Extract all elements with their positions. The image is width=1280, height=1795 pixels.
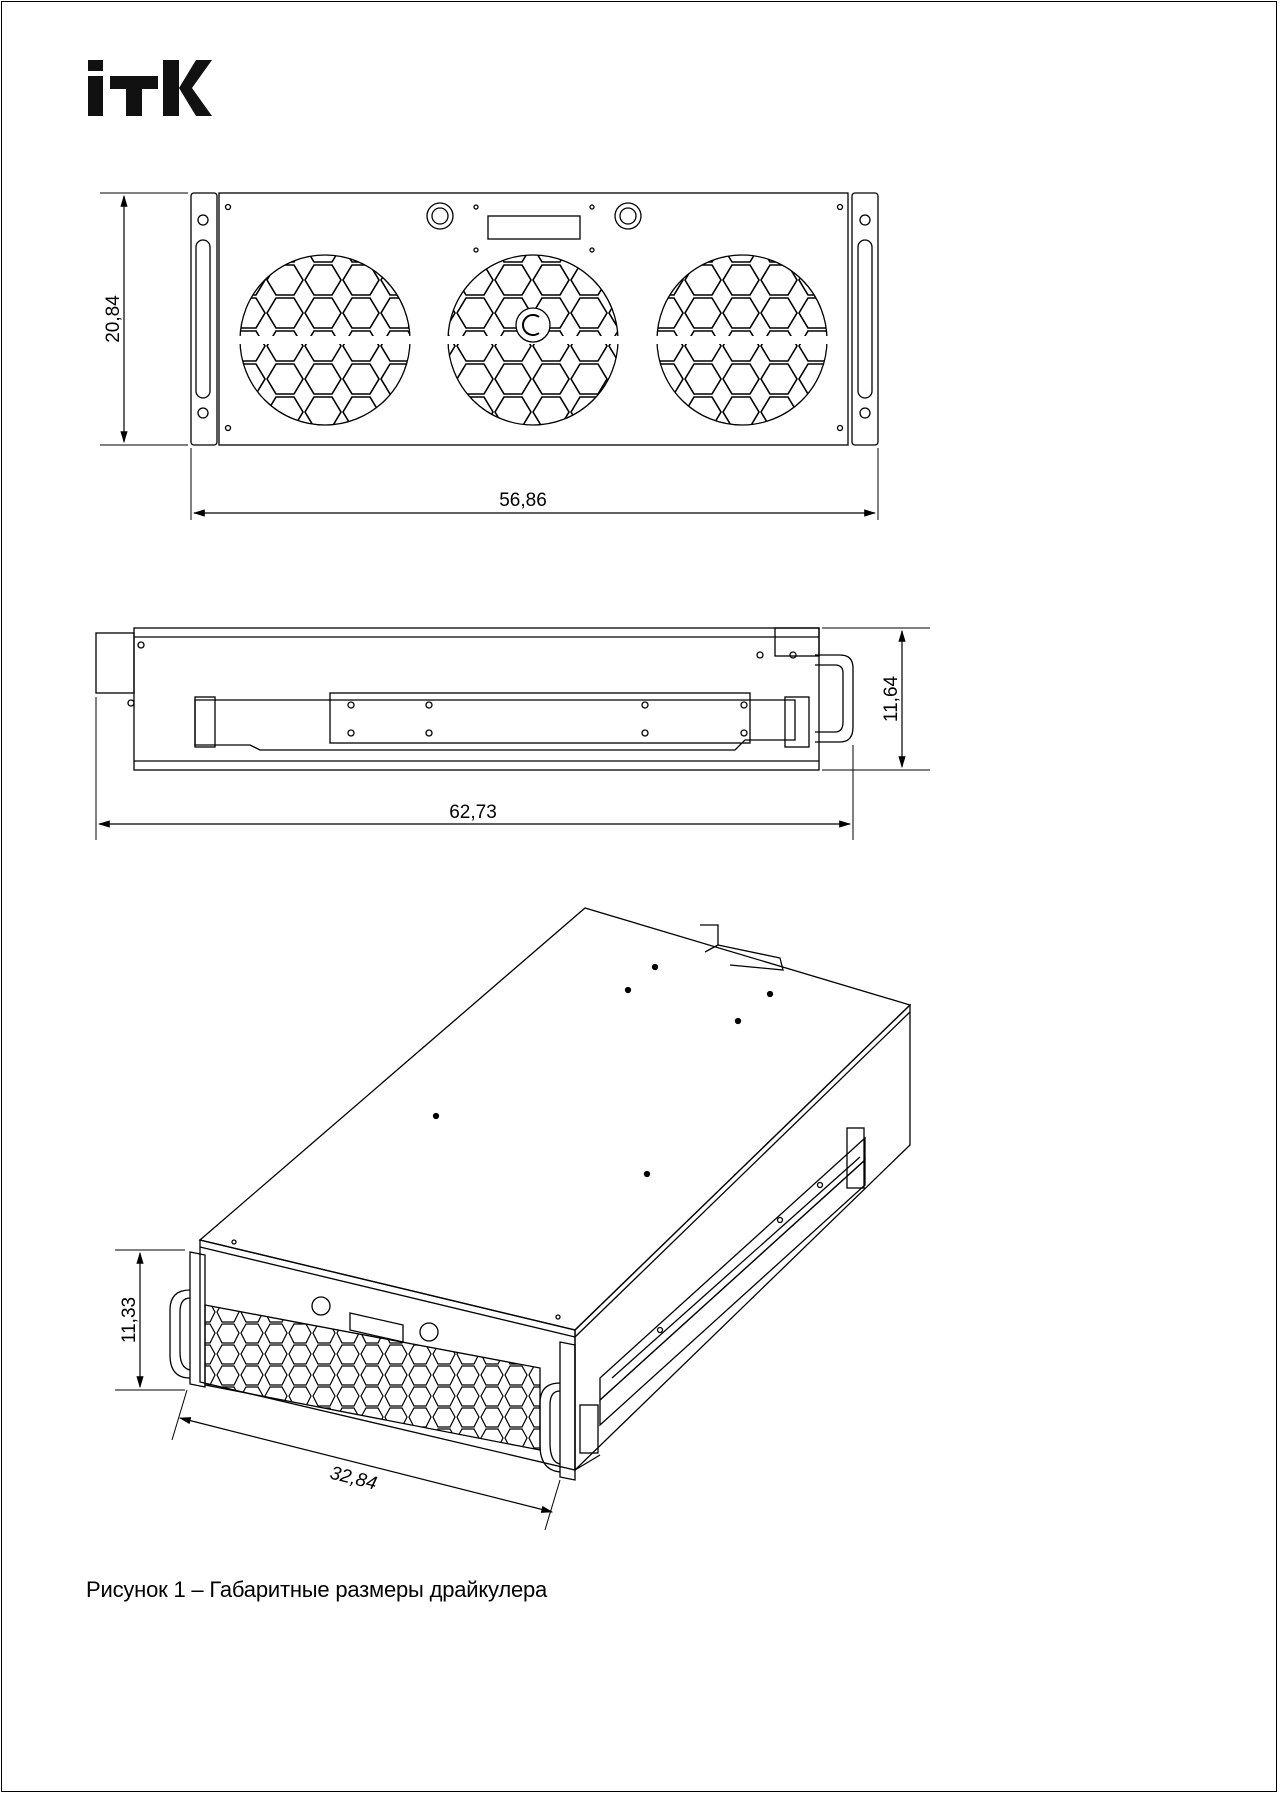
front-width-dimension: 56,86: [499, 490, 547, 511]
side-height-dimension: 11,64: [881, 676, 902, 723]
iso-width-dimension: 32,84: [328, 1463, 379, 1495]
side-view: [95, 627, 854, 771]
front-view: [190, 192, 879, 446]
iso-height-dimension: 11,33: [119, 1297, 140, 1343]
figure-caption: Рисунок 1 – Габаритные размеры драйкулер…: [86, 1577, 548, 1602]
side-depth-dimension: 62,73: [449, 802, 497, 823]
itk-logo: [88, 60, 212, 116]
isometric-view: [169, 907, 912, 1481]
front-height-dimension: 20,84: [103, 295, 124, 343]
